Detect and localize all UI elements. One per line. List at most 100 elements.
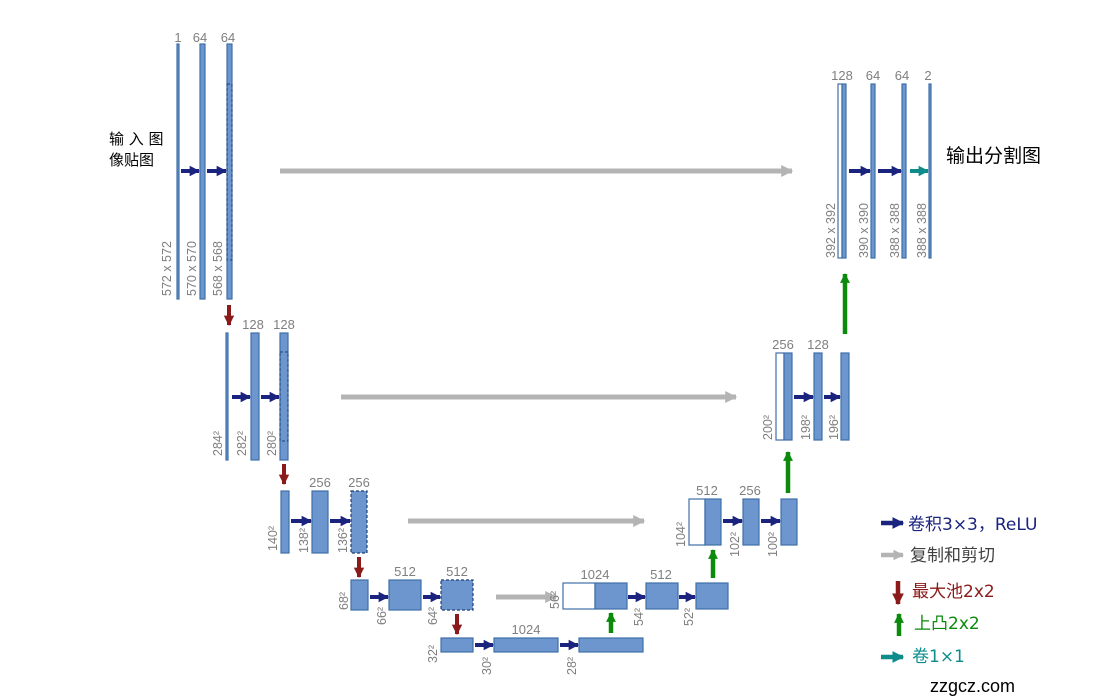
channel-label: 128 (242, 317, 264, 332)
feature-map-l3-conv2 (350, 490, 368, 554)
encoder-level-2: 128 128 284² 282² 280² (211, 317, 295, 486)
feature-map-u1-up (841, 83, 847, 259)
channel-label: 128 (807, 337, 829, 352)
size-label: 198² (799, 415, 813, 440)
feature-map-u3-copied (688, 498, 706, 546)
size-label: 52² (682, 608, 696, 626)
feature-map-l4-pool (350, 579, 369, 611)
legend: 卷积3×3，ReLU 复制和剪切 最大池2x2 上凸2x2 卷1×1 (881, 515, 1037, 667)
legend-label-conv1x1: 卷1×1 (912, 647, 965, 667)
feature-map-l2-crop (279, 351, 289, 442)
decoder-level-3: 512 256 104² 102² 100² (674, 451, 798, 557)
watermark: zzgcz.com (930, 676, 1015, 696)
channel-label: 128 (831, 68, 853, 83)
size-label: 30² (480, 657, 494, 675)
channel-label: 256 (739, 483, 761, 498)
feature-map-u4-conv1 (645, 582, 679, 610)
feature-map-input (176, 43, 180, 300)
size-label: 388 x 388 (888, 203, 902, 258)
size-label: 200² (761, 415, 775, 440)
feature-map-bottom-pool (440, 637, 474, 653)
channel-label: 2 (924, 68, 931, 83)
size-label: 64² (426, 607, 440, 625)
copy-crop-arrows (280, 164, 794, 604)
output-segmentation-title: 输出分割图 (946, 145, 1041, 167)
feature-map-l1-crop (226, 83, 233, 261)
channel-label: 512 (696, 483, 718, 498)
feature-map-bottom-conv1 (493, 637, 559, 653)
encoder-level-3: 256 256 140² 138² 136² (266, 475, 370, 579)
channel-label: 64 (895, 68, 909, 83)
size-label: 66² (375, 607, 389, 625)
size-label: 572 x 572 (160, 241, 174, 296)
channel-label: 64 (193, 30, 207, 45)
size-label: 102² (728, 532, 742, 557)
channel-label: 1024 (512, 622, 541, 637)
feature-map-l1-conv1 (199, 43, 206, 300)
feature-map-u2-conv2 (840, 352, 850, 441)
size-label: 100² (766, 532, 780, 557)
feature-map-u4-copied (562, 582, 596, 610)
size-label: 32² (426, 645, 440, 663)
channel-label: 512 (394, 564, 416, 579)
encoder-level-4: 512 512 68² 66² 64² (337, 564, 474, 636)
decoder-level-4: 1024 512 56² 54² 52² (548, 549, 729, 626)
channel-label: 128 (273, 317, 295, 332)
channel-label: 1 (174, 30, 181, 45)
size-label: 140² (266, 526, 280, 551)
feature-map-u1-conv2 (901, 83, 907, 259)
channel-label: 256 (772, 337, 794, 352)
channel-label: 512 (650, 567, 672, 582)
feature-map-l3-pool (280, 490, 290, 554)
feature-map-u4-conv2 (695, 582, 729, 610)
size-label: 136² (336, 528, 350, 553)
feature-map-l2-pool (225, 332, 229, 461)
input-image-title-line1: 输 入 图 (109, 130, 164, 148)
feature-map-l3-conv1 (311, 490, 329, 554)
size-label: 104² (674, 522, 688, 547)
channel-label: 64 (221, 30, 235, 45)
size-label: 388 x 388 (915, 203, 929, 258)
feature-map-u2-up (783, 352, 793, 441)
channel-label: 1024 (581, 567, 610, 582)
legend-label-maxpool: 最大池2x2 (912, 582, 995, 602)
size-label: 392 x 392 (824, 203, 838, 258)
input-image-title-line2: 像贴图 (109, 151, 154, 169)
feature-map-u2-conv1 (813, 352, 823, 441)
size-label: 54² (632, 608, 646, 626)
size-label: 280² (265, 431, 279, 456)
size-label: 196² (827, 415, 841, 440)
feature-map-u1-conv1 (870, 83, 876, 259)
size-label: 568 x 568 (211, 241, 225, 296)
feature-map-u3-up (704, 498, 722, 546)
decoder-level-1: 128 64 64 2 392 x 392 390 x 390 388 x 38… (824, 68, 932, 259)
feature-map-l4-conv2 (440, 579, 474, 611)
feature-map-u2-copied (775, 352, 785, 441)
channel-label: 64 (866, 68, 880, 83)
size-label: 282² (235, 431, 249, 456)
legend-label-conv: 卷积3×3，ReLU (908, 515, 1037, 535)
decoder-level-2: 256 128 200² 198² 196² (761, 273, 850, 441)
feature-map-u3-conv2 (780, 498, 798, 546)
legend-label-copy-crop: 复制和剪切 (910, 546, 995, 566)
feature-map-l2-conv1 (250, 332, 260, 461)
size-label: 138² (297, 528, 311, 553)
encoder-level-1: 1 64 64 572 x 572 570 x 570 568 x 568 (160, 30, 235, 327)
feature-map-u3-conv1 (742, 498, 760, 546)
feature-map-bottom-conv2 (578, 637, 644, 653)
bottleneck: 1024 32² 30² 28² (426, 612, 644, 675)
size-label: 28² (565, 657, 579, 675)
feature-map-output (928, 83, 932, 259)
channel-label: 512 (446, 564, 468, 579)
legend-label-upconv: 上凸2x2 (914, 614, 980, 634)
feature-map-l4-conv1 (388, 579, 422, 611)
size-label: 284² (211, 431, 225, 456)
channel-label: 256 (309, 475, 331, 490)
size-label: 68² (337, 592, 351, 610)
size-label: 570 x 570 (185, 241, 199, 296)
channel-label: 256 (348, 475, 370, 490)
feature-map-u4-up (594, 582, 628, 610)
size-label: 390 x 390 (857, 203, 871, 258)
size-label: 56² (548, 591, 562, 609)
